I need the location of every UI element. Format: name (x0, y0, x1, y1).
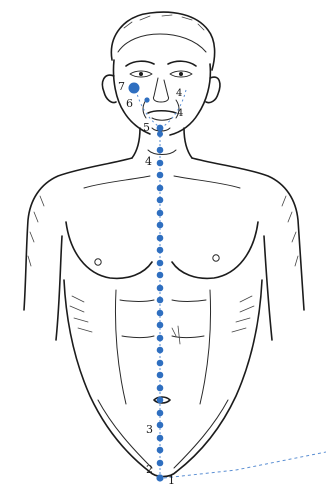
midline-point-26 (157, 460, 164, 467)
acupoint-6 (144, 97, 149, 102)
midline-point-21 (157, 397, 164, 404)
clavicle-left (84, 176, 150, 188)
midline-point-6 (157, 210, 164, 217)
midline-point-8 (157, 235, 164, 242)
label-2: 2 (146, 463, 153, 476)
midline-point-5 (157, 197, 164, 204)
acupoint-5b (157, 131, 163, 137)
acupoint-7 (129, 83, 140, 94)
midline-point-16 (157, 335, 164, 342)
midline-point-12 (157, 285, 164, 292)
hairline (118, 34, 206, 52)
midline-point-25 (157, 447, 164, 454)
midline-point-2 (157, 160, 164, 167)
pectoral-right (172, 222, 258, 278)
pupil-right (179, 72, 183, 76)
mouth (148, 111, 176, 113)
midline-point-7 (157, 222, 164, 229)
pupil-left (139, 72, 143, 76)
meridian-path-extension (164, 452, 326, 478)
neck-left (132, 128, 140, 158)
midline-point-4 (157, 185, 164, 192)
midline-point-15 (157, 322, 164, 329)
flank-right (176, 280, 262, 472)
clavicle-right (174, 176, 240, 188)
linea-semilunaris-left (115, 290, 126, 404)
inguinal-left (98, 400, 152, 468)
linea-semilunaris-right (200, 290, 211, 404)
nipple-left (95, 259, 101, 265)
midline-point-14 (157, 310, 164, 317)
head-outline (111, 12, 214, 70)
acupoint-5 (157, 125, 164, 132)
label-1: 1 (168, 474, 175, 486)
midline-point-18 (157, 360, 164, 367)
arm-right-inner (264, 236, 272, 340)
label-4-neck: 4 (145, 155, 152, 168)
label-6: 6 (126, 97, 133, 110)
nose (153, 78, 168, 102)
point-labels: 7 6 4 4 5 4 3 2 1 (118, 80, 183, 486)
brow-left (126, 61, 154, 66)
midline-point-17 (157, 347, 164, 354)
brow-right (168, 61, 196, 66)
torso (24, 158, 304, 477)
midline-point-20 (157, 385, 164, 392)
midline-point-22 (157, 410, 164, 417)
midline-point-1 (157, 147, 164, 154)
midline-point-11 (157, 272, 164, 279)
acupoints (129, 83, 164, 482)
label-7: 7 (118, 80, 125, 93)
pectoral-left (66, 222, 152, 278)
shoulder-left (24, 158, 132, 310)
acupoint-1 (156, 474, 163, 481)
label-3: 3 (146, 423, 153, 436)
head (102, 12, 219, 135)
midline-point-9 (157, 247, 164, 254)
meridian-overlay (129, 83, 326, 482)
label-4-chin: 4 (177, 108, 183, 119)
midline-point-3 (157, 172, 164, 179)
midline-point-13 (157, 297, 164, 304)
label-5: 5 (143, 121, 150, 134)
inguinal-right (174, 400, 228, 468)
midline-point-23 (157, 422, 164, 429)
shoulder-right (192, 158, 304, 310)
label-4-face: 4 (176, 88, 182, 99)
midline-point-19 (157, 372, 164, 379)
midline-point-24 (157, 435, 164, 442)
nipple-right (213, 255, 219, 261)
midline-point-10 (157, 260, 164, 267)
arm-left-inner (56, 236, 62, 340)
neck-right (184, 128, 192, 158)
